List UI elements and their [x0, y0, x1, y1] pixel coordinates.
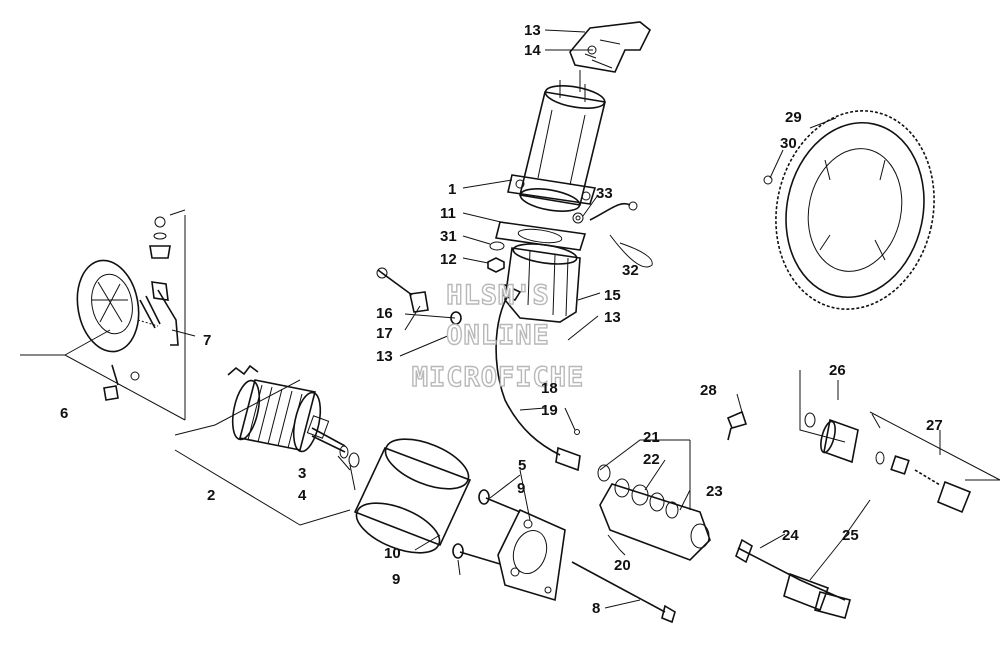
motor-yoke — [353, 438, 472, 554]
gear-housing-bracket — [597, 464, 711, 561]
callout-26[interactable]: 26 — [829, 362, 846, 379]
callout-15[interactable]: 15 — [604, 287, 621, 304]
callout-32[interactable]: 32 — [622, 262, 639, 279]
callout-25[interactable]: 25 — [842, 527, 859, 544]
callout-29[interactable]: 29 — [785, 109, 802, 126]
end-plate-screws — [452, 489, 521, 565]
callout-16[interactable]: 16 — [376, 305, 393, 322]
callout-8[interactable]: 8 — [592, 600, 600, 617]
callout-14[interactable]: 14 — [524, 42, 541, 59]
callout-1[interactable]: 1 — [448, 181, 456, 198]
callout-18[interactable]: 18 — [541, 380, 558, 397]
drive-end-plate — [497, 508, 566, 602]
callout-7[interactable]: 7 — [203, 332, 211, 349]
watermark-line-2: ONLINE — [446, 320, 550, 351]
ground-wire — [572, 201, 638, 224]
callout-17[interactable]: 17 — [376, 325, 393, 342]
callout-3[interactable]: 3 — [298, 465, 306, 482]
callout-27[interactable]: 27 — [926, 417, 943, 434]
callout-9-upper[interactable]: 9 — [517, 480, 525, 497]
callout-labels: 13 14 1 11 31 12 33 32 15 13 16 17 13 18… — [60, 22, 943, 617]
drive-shaft — [735, 538, 851, 619]
callout-2[interactable]: 2 — [207, 487, 215, 504]
brush-holder-end-cap — [76, 216, 179, 401]
watermark: HLSM'S ONLINE MICROFICHE — [411, 279, 585, 393]
housing-bolt — [726, 410, 748, 441]
callout-28[interactable]: 28 — [700, 382, 717, 399]
callout-13-bracket[interactable]: 13 — [524, 22, 541, 39]
starter-motor-body — [507, 80, 606, 212]
through-bolt — [571, 561, 676, 624]
callout-22[interactable]: 22 — [643, 451, 660, 468]
callout-13-housing[interactable]: 13 — [604, 309, 621, 326]
callout-11[interactable]: 11 — [440, 205, 456, 222]
callout-13-bushing[interactable]: 13 — [376, 348, 393, 365]
starter-cable — [495, 283, 581, 472]
callout-21[interactable]: 21 — [643, 429, 660, 446]
callout-6[interactable]: 6 — [60, 405, 68, 422]
screw-and-bushing — [376, 267, 462, 325]
callout-12[interactable]: 12 — [440, 251, 457, 268]
callout-20[interactable]: 20 — [614, 557, 631, 574]
watermark-line-3: MICROFICHE — [412, 362, 585, 393]
callout-4[interactable]: 4 — [298, 487, 307, 504]
callout-9-lower[interactable]: 9 — [392, 571, 400, 588]
watermark-line-1: HLSM'S — [446, 280, 550, 311]
callout-10[interactable]: 10 — [384, 545, 401, 562]
nut-and-washer — [487, 241, 505, 273]
gasket — [495, 221, 587, 251]
flywheel-ring-gear — [763, 110, 935, 310]
callout-30[interactable]: 30 — [780, 135, 797, 152]
callout-23[interactable]: 23 — [706, 483, 723, 500]
leader-lines — [20, 29, 1000, 609]
callout-24[interactable]: 24 — [782, 527, 799, 544]
armature — [227, 364, 346, 453]
callout-33[interactable]: 33 — [596, 185, 613, 202]
callout-31[interactable]: 31 — [440, 228, 457, 245]
callout-5[interactable]: 5 — [518, 457, 526, 474]
bendix-drive — [804, 412, 972, 514]
mounting-bracket — [569, 21, 652, 92]
callout-19[interactable]: 19 — [541, 402, 558, 419]
clip-rings — [339, 445, 360, 468]
